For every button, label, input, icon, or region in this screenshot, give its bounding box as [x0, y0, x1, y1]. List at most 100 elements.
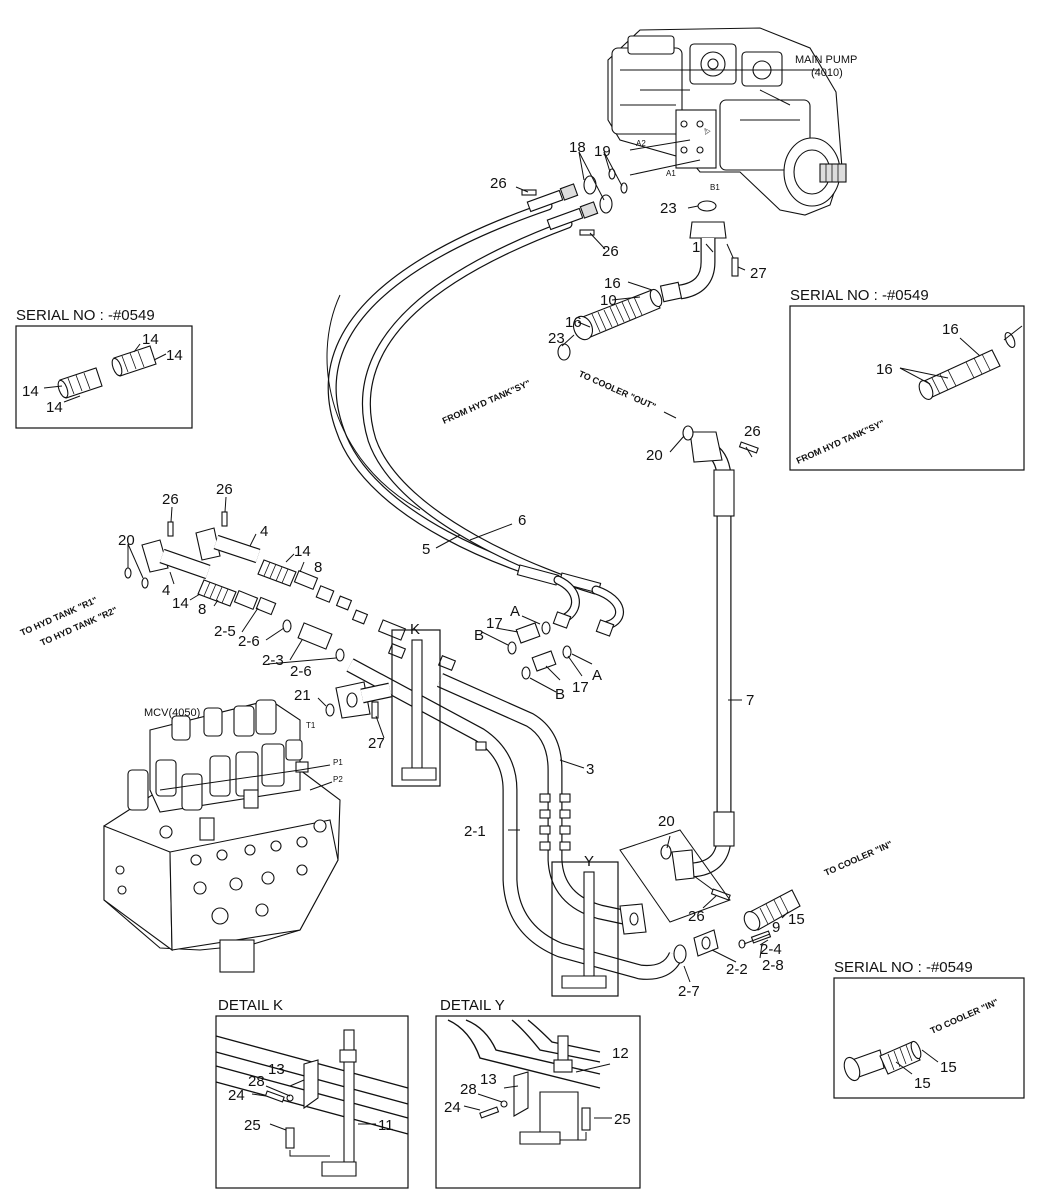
label-part-26c: 26	[744, 423, 761, 440]
port-p2: P2	[333, 775, 343, 784]
label-part-26a: 26	[490, 175, 507, 192]
label-part-21: 21	[294, 687, 311, 704]
detail-y-label-24: 24	[444, 1099, 461, 1116]
port-t1: T1	[306, 721, 316, 730]
port-b1: B1	[710, 183, 720, 192]
label-part-27b: 27	[368, 735, 385, 752]
inset-serial-left-label-3: 14	[142, 331, 159, 348]
inset-serial-bottom-note: TO COOLER "IN"	[929, 997, 1000, 1036]
label-part-8a: 8	[314, 559, 322, 576]
svg-text:⚠: ⚠	[701, 125, 712, 136]
main-pump-label: MAIN PUMP	[795, 54, 857, 66]
inset-serial-right: SERIAL NO : -#0549 16 16 FROM HYD TANK"S…	[789, 287, 1025, 471]
label-part-27a: 27	[750, 265, 767, 282]
detail-k-label-11: 11	[378, 1117, 394, 1134]
inset-serial-right-label-1: 16	[942, 321, 959, 338]
label-part-2-6b: 2-6	[290, 663, 312, 680]
leader-lines	[127, 151, 789, 983]
label-part-10: 10	[600, 292, 617, 309]
detail-y-label-25: 25	[614, 1111, 631, 1128]
detail-y-label-12: 12	[612, 1045, 629, 1062]
label-part-2-3: 2-3	[262, 652, 284, 669]
pipe-3	[436, 673, 630, 926]
port-a2: A2	[636, 139, 646, 148]
label-part-2-6a: 2-6	[238, 633, 260, 650]
label-part-2-8: 2-8	[762, 957, 784, 974]
label-part-5: 5	[422, 541, 430, 558]
label-part-7: 7	[746, 692, 754, 709]
inset-serial-left-label-1: 14	[22, 383, 39, 400]
label-part-b-bottom: B	[555, 686, 565, 703]
suction-pipe-1	[659, 200, 727, 303]
label-part-18: 18	[569, 139, 586, 156]
label-part-20b: 20	[658, 813, 675, 830]
detail-k-label-24: 24	[228, 1087, 245, 1104]
mcv-label: MCV(4050)	[144, 707, 200, 719]
detail-k-label-13: 13	[268, 1061, 285, 1078]
bracket-12	[561, 871, 607, 989]
label-part-4a: 4	[260, 523, 268, 540]
inset-serial-right-note: FROM HYD TANK"SY"	[795, 418, 886, 466]
pipe-7	[671, 431, 735, 881]
label-part-20a: 20	[646, 447, 663, 464]
inset-serial-right-label-2: 16	[876, 361, 893, 378]
note-to-cooler-in: TO COOLER "IN"	[823, 839, 894, 878]
detail-y-label-13: 13	[480, 1071, 497, 1088]
inset-detail-y: DETAIL Y 12 13 28 24 25	[435, 997, 641, 1189]
label-part-3: 3	[586, 761, 594, 778]
note-from-hyd-tank-sy: FROM HYD TANK"SY"	[441, 378, 532, 426]
inset-serial-left-label-4: 14	[166, 347, 183, 364]
clamps	[475, 741, 571, 851]
mcv-valve	[103, 699, 341, 973]
label-part-8b: 8	[198, 601, 206, 618]
pressure-hose-5	[327, 201, 565, 585]
label-part-1: 1	[692, 239, 700, 256]
label-detail-y: Y	[584, 853, 594, 870]
label-part-2-4: 2-4	[760, 941, 782, 958]
label-part-26d: 26	[688, 908, 705, 925]
pipe-2-1	[346, 658, 683, 980]
label-part-20c: 20	[118, 532, 135, 549]
label-part-16a: 16	[604, 275, 621, 292]
label-part-19: 19	[594, 143, 611, 160]
detail-y-label-28: 28	[460, 1081, 477, 1098]
port-p1: P1	[333, 758, 343, 767]
inset-detail-y-title: DETAIL Y	[440, 997, 505, 1014]
inset-serial-right-title: SERIAL NO : -#0549	[790, 287, 929, 304]
suction-hose-10	[572, 288, 663, 341]
label-part-26f: 26	[216, 481, 233, 498]
note-to-cooler-out: TO COOLER "OUT"	[577, 369, 657, 412]
label-part-2-1: 2-1	[464, 823, 486, 840]
pressure-hose-6	[362, 219, 600, 595]
label-part-a-top: A	[510, 603, 520, 620]
inset-serial-bottom-label-1: 15	[914, 1075, 931, 1092]
label-part-4b: 4	[162, 582, 170, 599]
inset-serial-bottom-label-2: 15	[940, 1059, 957, 1076]
label-part-26b: 26	[602, 243, 619, 260]
label-part-23a: 23	[548, 330, 565, 347]
label-part-14a: 14	[294, 543, 311, 560]
label-part-17b: 17	[572, 679, 589, 696]
label-part-2-5: 2-5	[214, 623, 236, 640]
label-part-6: 6	[518, 512, 526, 529]
inset-serial-bottom: SERIAL NO : -#0549 15 15 TO COOLER "IN"	[833, 959, 1025, 1099]
port-a1: A1	[666, 169, 676, 178]
inset-detail-k-title: DETAIL K	[218, 997, 283, 1014]
label-part-b-top: B	[474, 627, 484, 644]
detail-k-label-28: 28	[248, 1073, 265, 1090]
label-part-2-2: 2-2	[726, 961, 748, 978]
detail-k-callout	[391, 629, 441, 787]
label-part-16b: 16	[565, 314, 582, 331]
inset-serial-bottom-title: SERIAL NO : -#0549	[834, 959, 973, 976]
inset-detail-k: DETAIL K 11 13 28 24 25	[215, 997, 409, 1189]
detail-k-label-25: 25	[244, 1117, 261, 1134]
inset-serial-left: SERIAL NO : -#0549 14 14 14 14	[15, 307, 193, 429]
bracket-11	[401, 639, 437, 781]
label-part-17a: 17	[486, 615, 503, 632]
label-part-a-bottom: A	[592, 667, 602, 684]
hose-9	[743, 889, 801, 931]
label-part-23b: 23	[660, 200, 677, 217]
inset-serial-left-title: SERIAL NO : -#0549	[16, 307, 155, 324]
part-labels: 1 27 16 10 16 23 23 18 19 26 26 6 5 7 3 …	[118, 139, 805, 1000]
